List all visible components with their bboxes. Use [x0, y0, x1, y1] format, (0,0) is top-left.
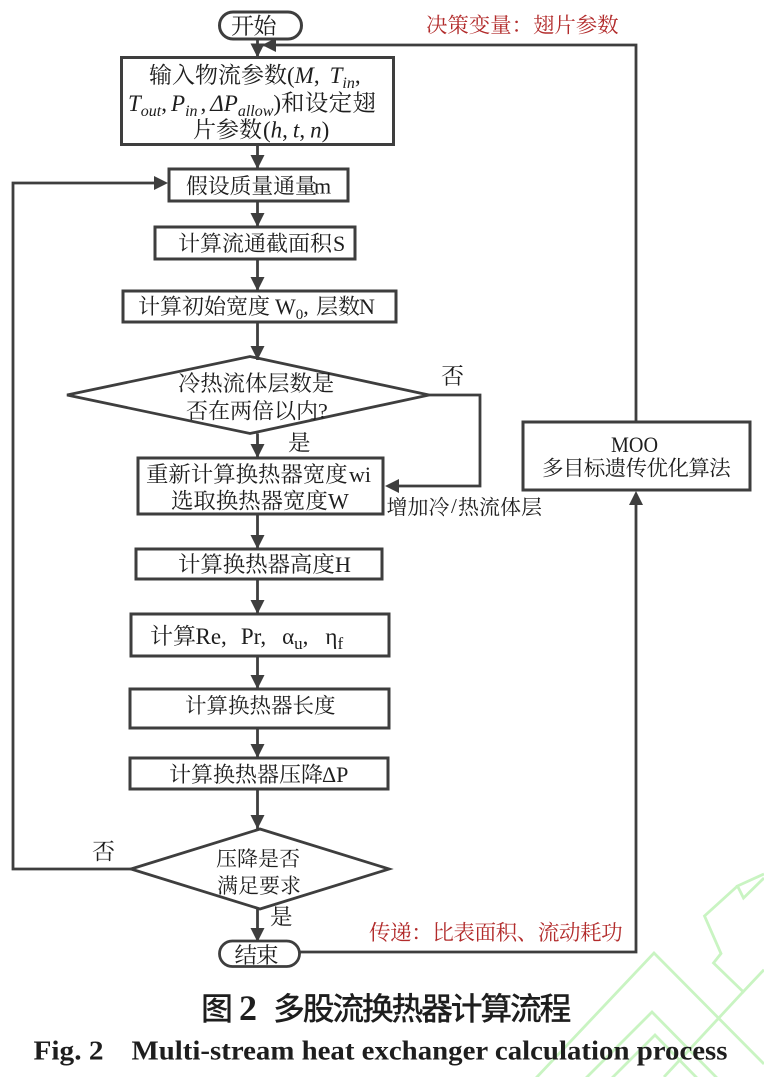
- svg-text:2: 2: [239, 988, 257, 1028]
- svg-text:H: H: [335, 552, 351, 577]
- svg-text:(h,t,n): (h,t,n): [263, 118, 329, 143]
- svg-text:Multi-stream heat exchanger ca: Multi-stream heat exchanger calculation …: [132, 1036, 728, 1066]
- svg-text:ΔP: ΔP: [322, 762, 348, 787]
- svg-text:W0,: W0,: [275, 294, 309, 323]
- svg-text:/: /: [451, 494, 457, 518]
- svg-text:S: S: [333, 231, 345, 256]
- svg-text:W: W: [328, 489, 349, 514]
- svg-text:m: m: [314, 174, 331, 199]
- svg-text:?: ?: [318, 399, 328, 424]
- svg-text:MOO: MOO: [611, 432, 658, 457]
- svg-text:Fig. 2: Fig. 2: [34, 1036, 104, 1066]
- svg-text:(M,Tin,: (M,Tin,: [287, 63, 361, 92]
- svg-text:wi: wi: [349, 462, 371, 487]
- svg-text:N: N: [359, 294, 375, 319]
- svg-text:Tout,Pin,ΔPallow): Tout,Pin,ΔPallow): [128, 91, 281, 120]
